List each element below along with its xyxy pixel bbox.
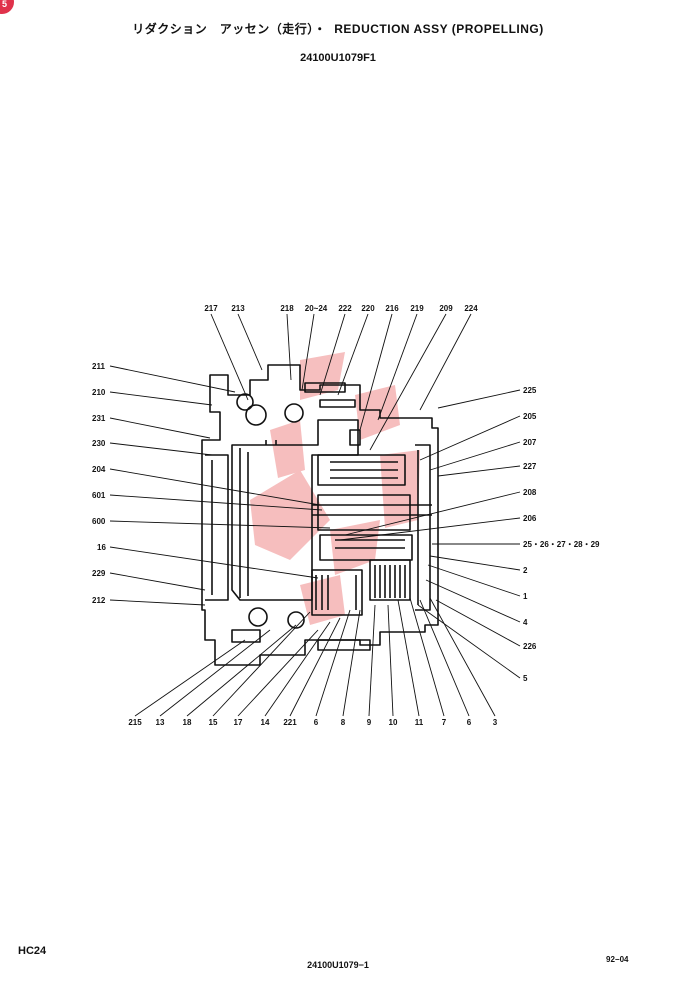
leader-lines xyxy=(109,313,521,717)
part-number: 24100U1079F1 xyxy=(300,52,376,64)
page-code: 92−04 xyxy=(606,955,629,964)
callout-label: 215 xyxy=(128,718,142,727)
callout-label: 2 xyxy=(523,566,528,575)
callout-label: 231 xyxy=(92,414,106,423)
callout-label: 14 xyxy=(261,718,270,727)
callout-label: 211 xyxy=(92,362,105,371)
page-reference: 24100U1079−1 xyxy=(307,960,369,970)
callout-label: 6 xyxy=(314,718,319,727)
callout-label: 212 xyxy=(92,596,106,605)
callout-label: 25・26・27・28・29 xyxy=(523,540,600,549)
callout-label: 220 xyxy=(361,304,375,313)
callout-label: 209 xyxy=(439,304,453,313)
callout-label: 7 xyxy=(442,718,447,727)
callout-label: 204 xyxy=(92,465,106,474)
model-code: HC24 xyxy=(18,945,47,957)
callout-label: 20~24 xyxy=(305,304,328,313)
callout-label: 18 xyxy=(183,718,192,727)
callout-label: 15 xyxy=(209,718,218,727)
callout-label: 600 xyxy=(92,517,106,526)
callout-label: 3 xyxy=(493,718,498,727)
callout-label: 6 xyxy=(467,718,472,727)
callout-label: 225 xyxy=(523,386,537,395)
callout-label: 213 xyxy=(231,304,245,313)
assembly-body xyxy=(201,364,439,666)
callout-label: 16 xyxy=(97,543,106,552)
callouts-bottom: 215 13 18 15 17 14 221 6 8 9 10 11 7 6 3 xyxy=(128,718,497,727)
callout-label: 10 xyxy=(389,718,398,727)
page-title: リダクション アッセン（走行）・ REDUCTION ASSY (PROPELLI… xyxy=(0,20,676,37)
callout-label: 13 xyxy=(156,718,165,727)
callout-label: 226 xyxy=(523,642,537,651)
callouts-right: 225 205 207 227 208 206 25・26・27・28・29 2… xyxy=(523,386,600,683)
callout-label: 218 xyxy=(280,304,294,313)
callout-label: 224 xyxy=(464,304,478,313)
callout-label: 229 xyxy=(92,569,106,578)
title-english: REDUCTION ASSY (PROPELLING) xyxy=(334,22,544,36)
callout-label: 1 xyxy=(523,592,528,601)
callout-label: 207 xyxy=(523,438,537,447)
title-japanese: リダクション アッセン（走行）・ xyxy=(132,22,327,36)
callout-label: 221 xyxy=(283,718,297,727)
callout-label: 216 xyxy=(385,304,399,313)
callout-label: 206 xyxy=(523,514,537,523)
callout-label: 5 xyxy=(523,674,528,683)
callout-label: 217 xyxy=(204,304,218,313)
callout-label: 205 xyxy=(523,412,537,421)
callout-label: 222 xyxy=(338,304,352,313)
callout-label: 601 xyxy=(92,491,106,500)
corner-badge-text: 5 xyxy=(2,0,8,9)
callout-label: 227 xyxy=(523,462,537,471)
callout-label: 8 xyxy=(341,718,346,727)
callouts-top: 217 213 218 20~24 222 220 216 219 209 22… xyxy=(204,304,478,313)
callout-label: 17 xyxy=(234,718,243,727)
callouts-left: 211 210 231 230 204 601 600 16 229 212 xyxy=(92,362,106,605)
callout-label: 210 xyxy=(92,388,106,397)
callout-label: 9 xyxy=(367,718,372,727)
callout-label: 11 xyxy=(415,718,424,727)
callout-label: 230 xyxy=(92,439,106,448)
callout-label: 219 xyxy=(410,304,424,313)
callout-label: 208 xyxy=(523,488,537,497)
callout-label: 4 xyxy=(523,618,528,627)
